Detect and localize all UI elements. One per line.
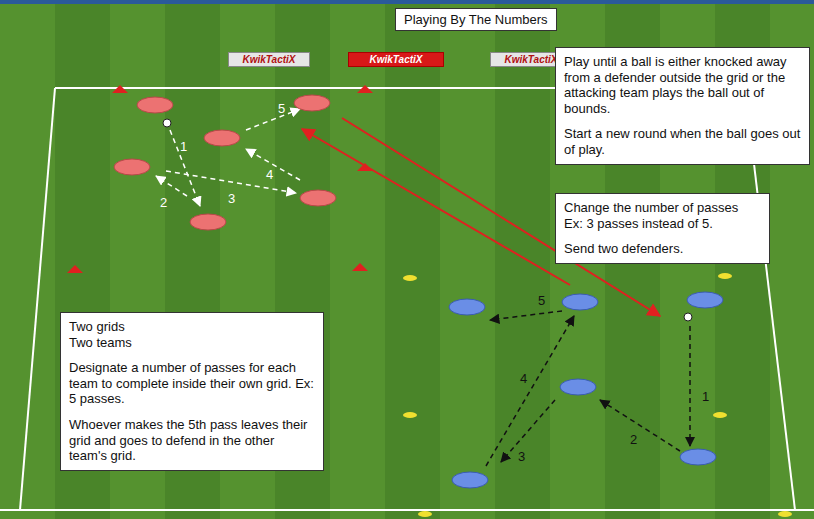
pass-number: 1	[702, 390, 709, 403]
top-bar	[0, 0, 814, 4]
drill-title: Playing By The Numbers	[395, 8, 557, 31]
pass-number: 2	[160, 196, 167, 209]
red-players	[114, 95, 336, 230]
note-text: Whoever makes the 5th pass leaves their …	[69, 417, 315, 464]
pass-number: 4	[520, 372, 527, 385]
watermark-banner: KwikTactiX	[348, 52, 444, 67]
pass-number: 1	[180, 140, 187, 153]
note-text: Change the number of passes Ex: 3 passes…	[564, 200, 739, 231]
pass-number: 5	[278, 102, 285, 115]
blue-players	[449, 292, 723, 488]
note-text: Designate a number of passes for each te…	[69, 360, 315, 407]
pass-number: 3	[228, 192, 235, 205]
pass-number: 4	[266, 168, 273, 181]
note-text: Start a new round when the ball goes out…	[564, 126, 801, 157]
red-pass-arrows	[156, 109, 300, 206]
note-text: Two grids Two teams	[69, 319, 149, 350]
note-text: KwikTactiX	[233, 54, 305, 65]
setup-note: Two grids Two teamsDesignate a number of…	[60, 312, 324, 471]
variation-note: Change the number of passes Ex: 3 passes…	[555, 193, 770, 264]
note-text: Send two defenders.	[564, 241, 761, 257]
pass-number: 3	[518, 450, 525, 463]
note-text: KwikTactiX	[353, 54, 439, 65]
blue-pass-arrows	[486, 311, 690, 466]
note-text: Play until a ball is either knocked away…	[564, 54, 801, 116]
pass-number: 5	[538, 294, 545, 307]
rules-note: Play until a ball is either knocked away…	[555, 47, 810, 165]
pass-number: 2	[630, 433, 637, 446]
watermark-banner: KwikTactiX	[228, 52, 310, 67]
